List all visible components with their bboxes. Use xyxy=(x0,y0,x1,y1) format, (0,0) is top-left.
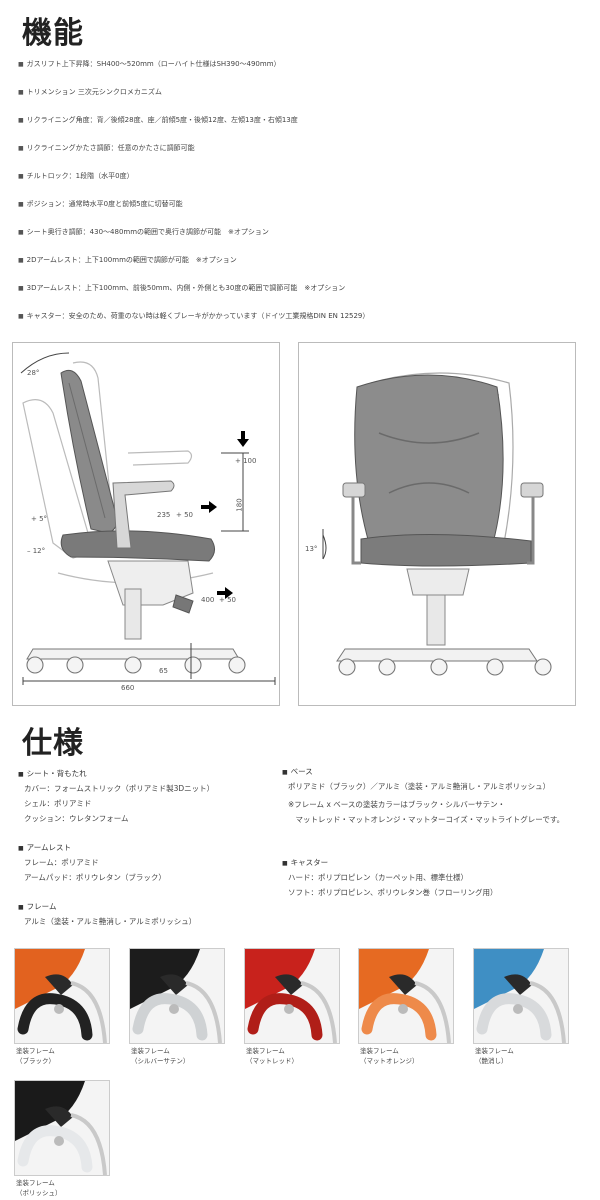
side-tilt-label: 13° xyxy=(305,545,318,553)
spec-line: シェル：ポリアミド xyxy=(24,799,92,808)
front-view-diagram: 13° xyxy=(298,342,576,706)
feature-item: リクライニング角度：背／後傾28度、座／前傾5度・後傾12度、左傾13度・右傾1… xyxy=(18,115,298,125)
swatch-caption-line: 塗装フレーム xyxy=(16,1179,55,1187)
arm-travel-label: 180 xyxy=(235,498,244,512)
feature-item: チルトロック：1段階（水平0度） xyxy=(18,171,134,181)
side-view-chair-drawing xyxy=(20,352,276,685)
frame-swatch-caption: 塗装フレーム （マットレッド） xyxy=(246,1046,298,1066)
frame-swatch-caption: 塗装フレーム （マットオレンジ） xyxy=(360,1046,419,1066)
frame-swatch-caption: 塗装フレーム （ポリッシュ） xyxy=(16,1178,62,1198)
frame-swatch-caption: 塗装フレーム （シルバーサテン） xyxy=(131,1046,189,1066)
feature-item: 2Dアームレスト：上下100mmの範囲で調節が可能 ※オプション xyxy=(18,255,237,265)
arm-forward-label: + 50 xyxy=(176,511,193,519)
spec-line: フレーム：ポリアミド xyxy=(24,858,99,867)
spec-heading: シート・背もたれ xyxy=(18,768,87,779)
frame-swatch-image xyxy=(14,1080,110,1176)
spec-line: マットレッド・マットオレンジ・マットターコイズ・マットライトグレーです。 xyxy=(288,815,565,824)
swatch-caption-line: 塗装フレーム xyxy=(475,1047,514,1055)
arm-up-label: + 100 xyxy=(235,457,257,465)
swatch-caption-variant: （艶消し） xyxy=(475,1057,508,1065)
swatch-caption-variant: （マットオレンジ） xyxy=(360,1057,419,1065)
frame-swatch-caption: 塗装フレーム （ブラック） xyxy=(16,1046,55,1066)
features-title: 機能 xyxy=(22,16,84,51)
back-tilt-label: – 12° xyxy=(27,547,46,555)
base-height-label: 65 xyxy=(159,667,168,675)
swatch-caption-line: 塗装フレーム xyxy=(246,1047,285,1055)
frame-swatch-image xyxy=(473,948,569,1044)
feature-item: 3Dアームレスト：上下100mm、前後50mm、内側・外側とも30度の範囲で調節… xyxy=(18,283,346,293)
feature-item: キャスター：安全のため、荷重のない時は軽くブレーキがかかっています（ドイツ工業規… xyxy=(18,311,370,321)
seat-depth-label: 400 xyxy=(201,596,215,604)
swatch-caption-line: 塗装フレーム xyxy=(360,1047,399,1055)
spec-heading: ベース xyxy=(282,766,313,777)
feature-item: シート奥行き調節：430〜480mmの範囲で奥行き調節が可能 ※オプション xyxy=(18,227,269,237)
frame-swatch-caption: 塗装フレーム （艶消し） xyxy=(475,1046,514,1066)
spec-line: カバー：フォームストリック（ポリアミド製3Dニット） xyxy=(24,784,215,793)
feature-item: トリメンション 三次元シンクロメカニズム xyxy=(18,87,162,97)
side-view-diagram: 28° + 100 180 235 + 50 + 5° – 12° 400 + … xyxy=(12,342,280,706)
spec-heading: フレーム xyxy=(18,901,57,912)
back-angle-label: 28° xyxy=(27,369,40,377)
frame-swatch-image xyxy=(129,948,225,1044)
spec-line: クッション：ウレタンフォーム xyxy=(24,814,129,823)
spec-line: アルミ（塗装・アルミ艶消し・アルミポリッシュ） xyxy=(24,917,197,926)
frame-swatch-image xyxy=(14,948,110,1044)
spec-heading: アームレスト xyxy=(18,842,71,853)
spec-line: ポリアミド（ブラック）／アルミ（塗装・アルミ艶消し・アルミポリッシュ） xyxy=(288,782,551,791)
spec-line: アームパッド：ポリウレタン（ブラック） xyxy=(24,873,166,882)
width-label: 660 xyxy=(121,684,135,692)
swatch-caption-variant: （ポリッシュ） xyxy=(16,1189,62,1197)
swatch-caption-variant: （ブラック） xyxy=(16,1057,55,1065)
frame-swatch-image xyxy=(358,948,454,1044)
spec-line: ハード：ポリプロピレン（カーペット用、標準仕様） xyxy=(288,873,468,882)
feature-item: リクライニングかたさ調節：任意のかたさに調節可能 xyxy=(18,143,195,153)
spec-heading: キャスター xyxy=(282,857,329,868)
swatch-caption-line: 塗装フレーム xyxy=(131,1047,170,1055)
spec-line: ソフト：ポリプロピレン、ポリウレタン巻（フローリング用） xyxy=(288,888,498,897)
swatch-caption-variant: （シルバーサテン） xyxy=(131,1057,190,1065)
front-view-chair-drawing xyxy=(322,372,552,676)
spec-line: ※フレーム x ベースの塗装カラーはブラック・シルバーサテン・ xyxy=(288,800,506,809)
swatch-caption-line: 塗装フレーム xyxy=(16,1047,55,1055)
swatch-caption-variant: （マットレッド） xyxy=(246,1057,298,1065)
specs-title: 仕様 xyxy=(22,726,84,761)
feature-item: ポジション：通常時水平0度と前傾5度に切替可能 xyxy=(18,199,183,209)
depth-label: 235 xyxy=(157,511,171,519)
seat-forward-label: + 50 xyxy=(219,596,236,604)
forward-tilt-label: + 5° xyxy=(31,515,48,523)
feature-item: ガスリフト上下昇降：SH400〜520mm（ローハイト仕様はSH390〜490m… xyxy=(18,59,281,69)
frame-swatch-image xyxy=(244,948,340,1044)
